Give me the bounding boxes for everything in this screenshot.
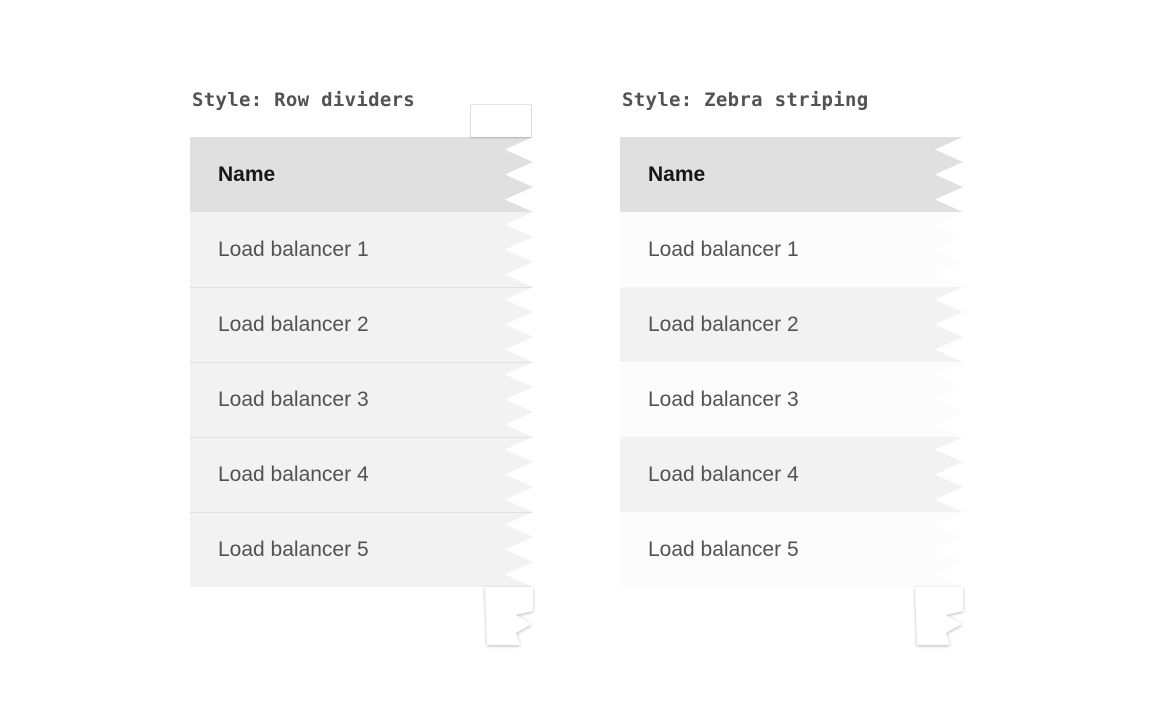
table-header-row: Name	[620, 137, 963, 212]
table-row: Load balancer 5	[190, 512, 533, 587]
table-row: Load balancer 5	[620, 512, 963, 587]
table-row: Load balancer 2	[620, 287, 963, 362]
column-header-name: Name	[648, 162, 706, 186]
cell-name: Load balancer 1	[648, 237, 799, 261]
cell-name: Load balancer 3	[648, 387, 799, 411]
cell-name: Load balancer 2	[648, 312, 799, 336]
column-header-name: Name	[218, 162, 276, 186]
table-row: Load balancer 3	[190, 362, 533, 437]
torn-paper-scrap-bottom	[915, 587, 963, 645]
cell-name: Load balancer 5	[218, 537, 369, 561]
torn-paper-scrap-bottom	[485, 587, 533, 645]
figure-row-dividers: Style: Row dividers Name Load balancer 1…	[190, 90, 533, 650]
table-row: Load balancer 4	[190, 437, 533, 512]
cell-name: Load balancer 1	[218, 237, 369, 261]
style-label-row-dividers: Style: Row dividers	[192, 89, 416, 111]
cell-name: Load balancer 2	[218, 312, 369, 336]
data-table-zebra-striping: Name Load balancer 1 Load balancer 2 Loa…	[620, 137, 963, 587]
style-label-zebra-striping: Style: Zebra striping	[622, 89, 869, 111]
torn-paper-shape	[485, 587, 533, 645]
table-row: Load balancer 4	[620, 437, 963, 512]
table-row: Load balancer 1	[190, 212, 533, 287]
cell-name: Load balancer 3	[218, 387, 369, 411]
table-row: Load balancer 3	[620, 362, 963, 437]
table-row: Load balancer 2	[190, 287, 533, 362]
cell-name: Load balancer 4	[218, 462, 369, 486]
cell-name: Load balancer 5	[648, 537, 799, 561]
table-header-row: Name	[190, 137, 533, 212]
cell-name: Load balancer 4	[648, 462, 799, 486]
table-row: Load balancer 1	[620, 212, 963, 287]
torn-paper-scrap-top	[471, 105, 531, 137]
figure-zebra-striping: Style: Zebra striping Name Load balancer…	[620, 90, 963, 650]
data-table-row-dividers: Name Load balancer 1 Load balancer 2 Loa…	[190, 137, 533, 587]
torn-paper-shape	[915, 587, 963, 645]
